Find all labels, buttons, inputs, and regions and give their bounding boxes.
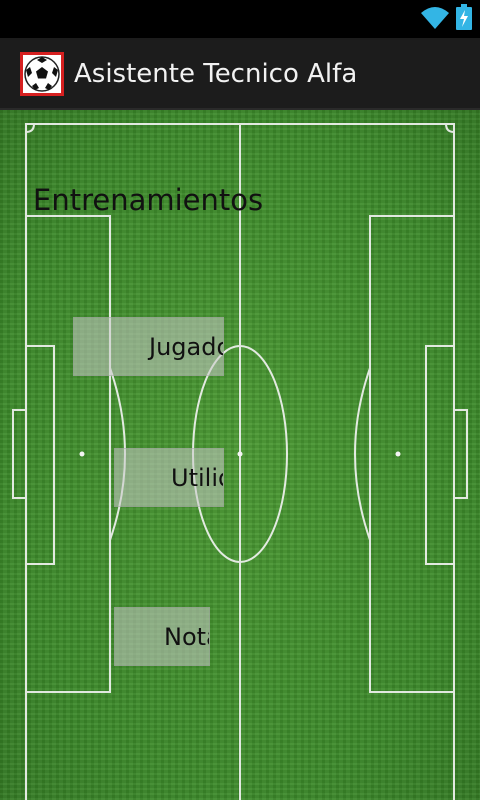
notes-button-label: Notas (164, 623, 209, 651)
notes-button[interactable]: Notas (114, 607, 210, 666)
wifi-icon (421, 7, 449, 29)
players-button-label: Jugadores (149, 333, 223, 361)
soccer-ball-icon[interactable] (20, 52, 64, 96)
utilities-button[interactable]: Utilidades (114, 448, 224, 507)
battery-charging-icon (456, 4, 472, 30)
soccer-field-background: Entrenamientos Jugadores Utilidades Nota… (0, 110, 480, 800)
app-title: Asistente Tecnico Alfa (74, 59, 358, 89)
app-bar: Asistente Tecnico Alfa (0, 38, 480, 110)
status-bar (0, 0, 480, 38)
players-button[interactable]: Jugadores (73, 317, 224, 376)
utilities-button-label: Utilidades (171, 464, 223, 492)
section-title: Entrenamientos (33, 183, 264, 217)
